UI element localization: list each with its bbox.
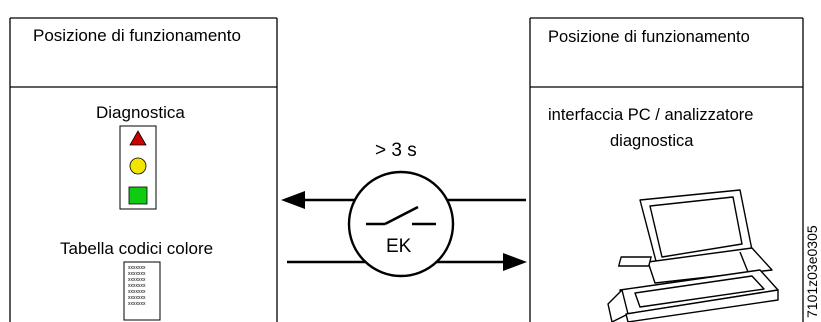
- color-table-row: xxxxxxx: [128, 301, 146, 307]
- color-table-row: xxxxxxx: [128, 295, 146, 301]
- color-table-row: xxxxxxx: [128, 289, 146, 295]
- red-triangle-indicator: [129, 130, 147, 146]
- switch-icon: [366, 205, 436, 226]
- color-table-label: Tabella codici colore: [60, 239, 214, 258]
- right-panel-frame: [529, 17, 804, 322]
- color-table-row: xxxxxxx: [128, 265, 146, 271]
- color-table-row: xxxxxxx: [128, 271, 146, 277]
- switch-circle: [347, 170, 455, 278]
- time-label: > 3 s: [375, 140, 417, 161]
- color-table-row: xxxxxxx: [128, 283, 146, 289]
- figure-id: 7101z03e0305: [804, 225, 820, 318]
- laptop-icon: [607, 189, 779, 322]
- yellow-circle-indicator: [129, 157, 147, 175]
- interface-label-line2: diagnostica: [610, 132, 694, 150]
- color-code-sheet: [123, 261, 161, 321]
- left-panel-frame: [9, 17, 278, 322]
- left-panel-title: Posizione di funzionamento: [33, 26, 241, 45]
- traffic-light-icon: [119, 125, 157, 210]
- color-table-row: xxxxxxx: [128, 277, 146, 283]
- green-square-indicator: [128, 186, 148, 205]
- color-table-rows: xxxxxxx xxxxxxx xxxxxxx xxxxxxx xxxxxxx …: [128, 265, 158, 307]
- switch-label: EK: [386, 236, 412, 257]
- interface-label-line1: interfaccia PC / analizzatore: [548, 106, 754, 124]
- right-panel-title: Posizione di funzionamento: [548, 28, 750, 46]
- diagnostics-label: Diagnostica: [96, 103, 185, 122]
